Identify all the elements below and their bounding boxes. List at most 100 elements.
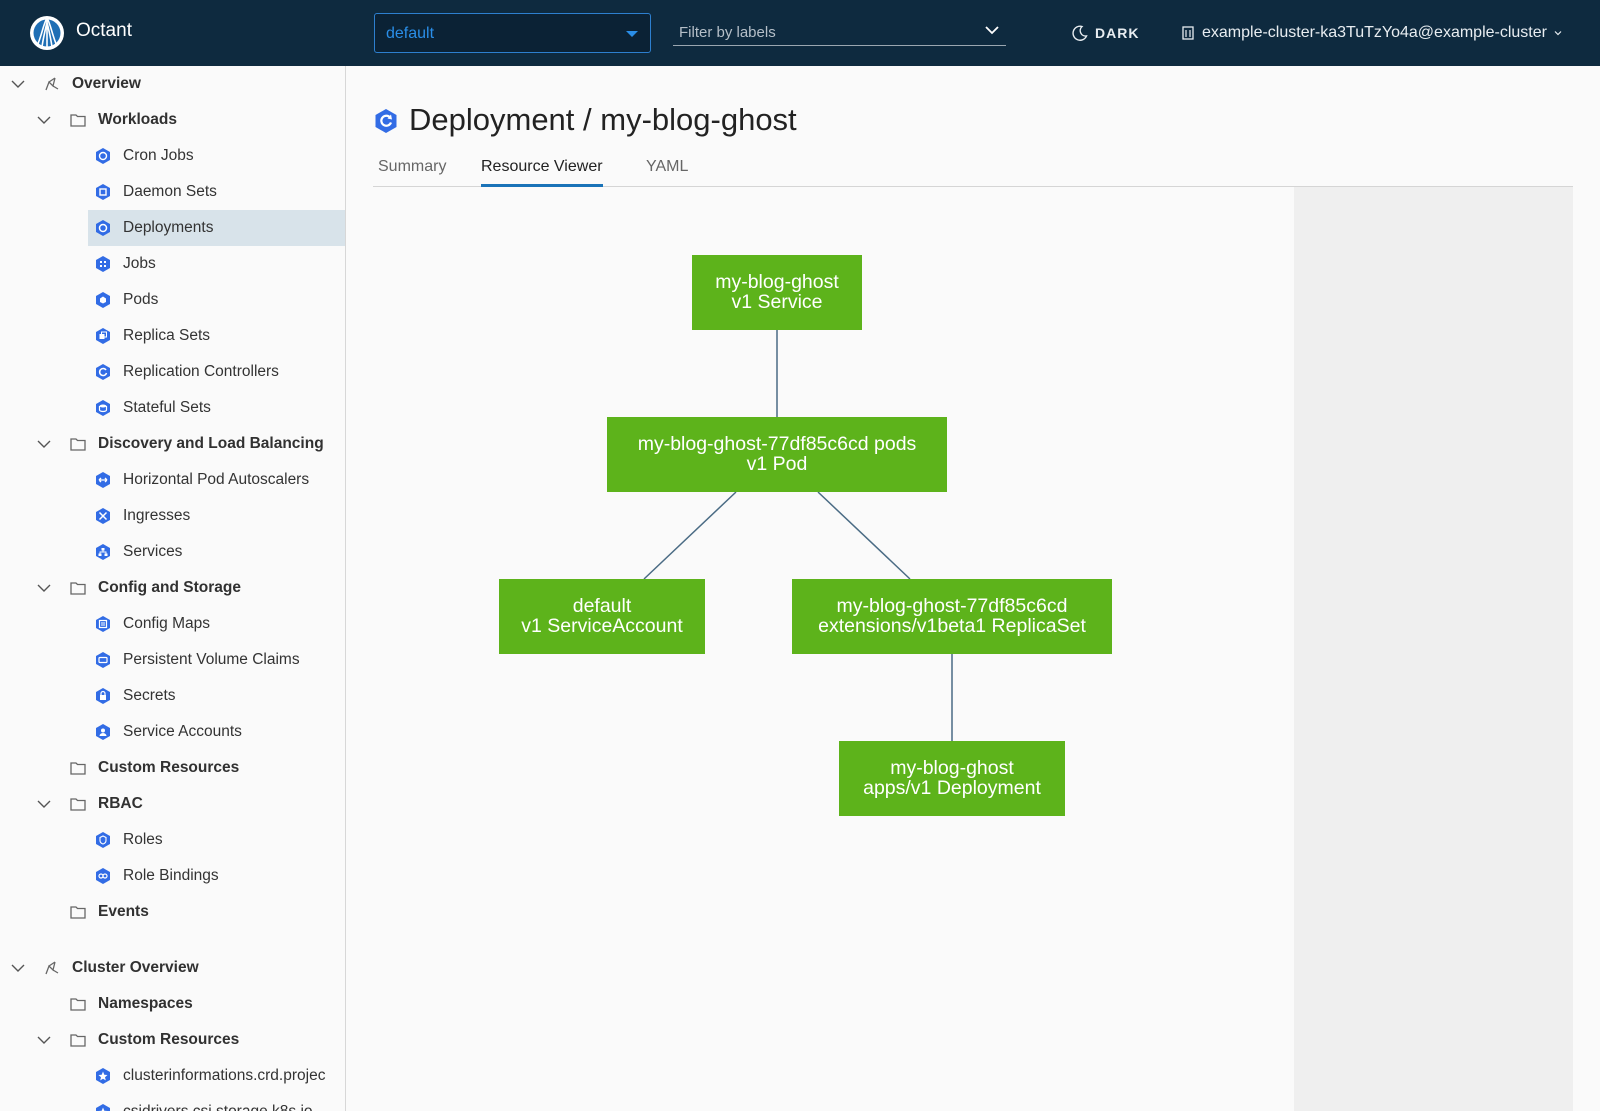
sidebar-item-service-accounts[interactable]: Service Accounts bbox=[0, 714, 345, 750]
chevron-down-icon[interactable] bbox=[36, 436, 52, 452]
graph-node-name: my-blog-ghost bbox=[890, 757, 1014, 779]
chevron-down-icon[interactable] bbox=[36, 796, 52, 812]
sidebar-item-hpa[interactable]: Horizontal Pod Autoscalers bbox=[0, 462, 345, 498]
replica-set-icon bbox=[96, 328, 110, 344]
folder-icon bbox=[70, 582, 86, 595]
job-icon bbox=[96, 256, 110, 272]
sidebar-item-replication-controllers[interactable]: Replication Controllers bbox=[0, 354, 345, 390]
daemon-set-icon bbox=[96, 184, 110, 200]
details-panel bbox=[1294, 187, 1573, 1111]
sidebar-item-cluster-overview[interactable]: Cluster Overview bbox=[0, 950, 345, 986]
sidebar-item-cron-jobs[interactable]: Cron Jobs bbox=[0, 138, 345, 174]
sidebar-item-crd[interactable]: csidrivers.csi.storage.k8s.io bbox=[0, 1094, 345, 1111]
graph-node-replicaset[interactable]: my-blog-ghost-77df85c6cdextensions/v1bet… bbox=[792, 579, 1112, 654]
context-label: example-cluster-ka3TuTzYo4a@example-clus… bbox=[1202, 24, 1547, 41]
tab-resource-viewer[interactable]: Resource Viewer bbox=[481, 158, 603, 187]
sidebar-item-jobs[interactable]: Jobs bbox=[0, 246, 345, 282]
sidebar-item-label: Services bbox=[123, 543, 183, 560]
sidebar-item-label: Deployments bbox=[123, 219, 214, 236]
sidebar-item-config-maps[interactable]: Config Maps bbox=[0, 606, 345, 642]
chevron-down-icon[interactable] bbox=[984, 22, 1000, 38]
sidebar-item-ingresses[interactable]: Ingresses bbox=[0, 498, 345, 534]
graph-node-kind: v1 Pod bbox=[747, 453, 808, 475]
caret-down-icon bbox=[626, 31, 638, 37]
sidebar-group-cluster-custom-resources[interactable]: Custom Resources bbox=[0, 1022, 345, 1058]
graph-node-box[interactable] bbox=[499, 579, 705, 654]
graph-node-box[interactable] bbox=[839, 741, 1065, 816]
tab-yaml[interactable]: YAML bbox=[646, 158, 689, 175]
sidebar-group-discovery[interactable]: Discovery and Load Balancing bbox=[0, 426, 345, 462]
octant-logo-icon[interactable] bbox=[28, 13, 66, 53]
sidebar-item-label: RBAC bbox=[98, 795, 143, 812]
sidebar-item-overview[interactable]: Overview bbox=[0, 66, 345, 102]
service-icon bbox=[96, 544, 110, 560]
chevron-down-icon[interactable] bbox=[10, 76, 26, 92]
sidebar-item-label: Roles bbox=[123, 831, 163, 848]
graph-node-name: default bbox=[573, 595, 632, 617]
graph-node-box[interactable] bbox=[607, 417, 947, 492]
sidebar-item-label: Horizontal Pod Autoscalers bbox=[123, 471, 310, 488]
top-bar: Octant default DARK example-cluster-ka3T… bbox=[0, 0, 1600, 66]
sidebar-item-label: Pods bbox=[123, 291, 159, 308]
sidebar-item-role-bindings[interactable]: Role Bindings bbox=[0, 858, 345, 894]
replication-controller-icon bbox=[96, 364, 110, 380]
folder-icon bbox=[70, 114, 86, 127]
folder-icon bbox=[70, 438, 86, 451]
sidebar-item-label: Daemon Sets bbox=[123, 183, 217, 200]
chevron-down-icon[interactable] bbox=[36, 580, 52, 596]
sidebar-item-label: Jobs bbox=[123, 255, 156, 272]
chevron-down-icon[interactable] bbox=[10, 960, 26, 976]
deployment-icon bbox=[96, 220, 110, 236]
sidebar-item-namespaces[interactable]: Namespaces bbox=[0, 986, 345, 1022]
folder-icon bbox=[70, 798, 86, 811]
sidebar-item-replica-sets[interactable]: Replica Sets bbox=[0, 318, 345, 354]
sidebar-item-label: Discovery and Load Balancing bbox=[98, 435, 324, 452]
sidebar-group-rbac[interactable]: RBAC bbox=[0, 786, 345, 822]
sidebar-item-secrets[interactable]: Secrets bbox=[0, 678, 345, 714]
sidebar-group-workloads[interactable]: Workloads bbox=[0, 102, 345, 138]
graph-node-kind: apps/v1 Deployment bbox=[863, 777, 1041, 799]
context-selector[interactable]: example-cluster-ka3TuTzYo4a@example-clus… bbox=[1180, 22, 1563, 44]
theme-label: DARK bbox=[1095, 25, 1140, 41]
label-filter-input[interactable] bbox=[679, 22, 969, 42]
sidebar-item-deployments[interactable]: Deployments bbox=[88, 210, 345, 246]
sidebar-group-custom-resources[interactable]: Custom Resources bbox=[0, 750, 345, 786]
namespace-select[interactable]: default bbox=[374, 13, 651, 53]
chevron-down-icon[interactable] bbox=[36, 1032, 52, 1048]
sidebar-item-pvc[interactable]: Persistent Volume Claims bbox=[0, 642, 345, 678]
tab-summary[interactable]: Summary bbox=[378, 158, 447, 175]
graph-edge bbox=[817, 491, 911, 580]
sidebar-item-label: Replication Controllers bbox=[123, 363, 279, 380]
sidebar-item-label: Replica Sets bbox=[123, 327, 211, 344]
graph-node-kind: v1 Service bbox=[731, 291, 822, 313]
sidebar-item-label: Persistent Volume Claims bbox=[123, 651, 300, 668]
label-filter[interactable] bbox=[673, 18, 1006, 46]
chevron-down-icon[interactable] bbox=[36, 112, 52, 128]
sidebar-group-config[interactable]: Config and Storage bbox=[0, 570, 345, 606]
sidebar-item-label: Ingresses bbox=[123, 507, 191, 524]
sidebar-item-events[interactable]: Events bbox=[0, 894, 345, 930]
volume-claim-icon bbox=[96, 652, 110, 668]
sidebar-item-label: Custom Resources bbox=[98, 1031, 240, 1048]
theme-toggle-button[interactable]: DARK bbox=[1072, 22, 1139, 44]
sidebar-item-daemon-sets[interactable]: Daemon Sets bbox=[0, 174, 345, 210]
graph-edge bbox=[643, 491, 737, 580]
sidebar-item-crd[interactable]: clusterinformations.crd.projec bbox=[0, 1058, 345, 1094]
graph-node-box[interactable] bbox=[792, 579, 1112, 654]
pod-icon bbox=[96, 292, 110, 308]
sidebar-item-stateful-sets[interactable]: Stateful Sets bbox=[0, 390, 345, 426]
config-map-icon bbox=[96, 616, 110, 632]
sidebar-item-label: Stateful Sets bbox=[123, 399, 211, 416]
graph-node-box[interactable] bbox=[692, 255, 862, 330]
sidebar-item-services[interactable]: Services bbox=[0, 534, 345, 570]
sidebar-item-pods[interactable]: Pods bbox=[0, 282, 345, 318]
sidebar-item-label: csidrivers.csi.storage.k8s.io bbox=[123, 1103, 313, 1111]
role-binding-icon bbox=[96, 868, 110, 884]
sidebar-item-roles[interactable]: Roles bbox=[0, 822, 345, 858]
